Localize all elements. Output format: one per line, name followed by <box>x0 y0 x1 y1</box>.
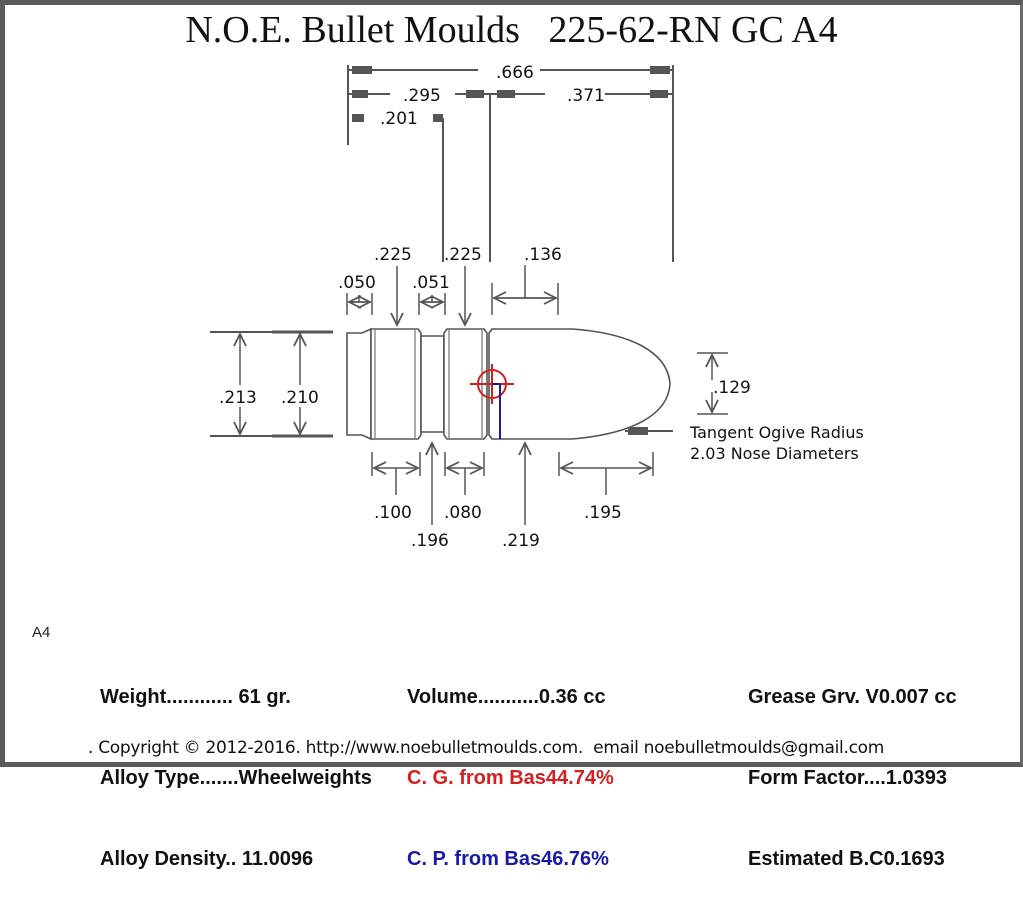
dim-gas-check-shank: .050 <box>338 273 376 293</box>
drawing-title: N.O.E. Bullet Moulds 225-62-RN GC A4 <box>185 9 838 51</box>
stat-alloy-density: Alloy Density.. 11.0096 <box>100 848 314 870</box>
dim-band2-length: .080 <box>444 503 482 523</box>
dim-base-to-band: .201 <box>380 109 418 129</box>
dim-ogive-length: .195 <box>584 503 622 523</box>
dim-groove-diameter: .196 <box>411 531 449 551</box>
dim-overall-length: .666 <box>496 63 534 83</box>
stat-ballistic-coefficient: Estimated B.C0.1693 <box>748 848 945 870</box>
drawing-frame <box>0 0 1023 767</box>
stat-volume: Volume...........0.36 cc <box>407 686 606 708</box>
dim-nose-front: .136 <box>524 245 562 265</box>
dim-gc-inner-dia: .210 <box>281 388 319 408</box>
bullet-diagram: .666 .295 .371 .201 .225 .225 .136 .050 … <box>210 63 864 551</box>
dim-groove-width: .051 <box>412 273 450 293</box>
stat-center-of-pressure: C. P. from Bas46.76% <box>407 848 609 870</box>
dim-base-to-nose: .295 <box>403 86 441 106</box>
ogive-note-line1: Tangent Ogive Radius <box>689 423 864 442</box>
dim-gc-outer-dia: .213 <box>219 388 257 408</box>
stat-alloy-type: Alloy Type.......Wheelweights <box>100 767 372 789</box>
stat-weight: Weight............ 61 gr. <box>100 686 291 708</box>
stats-col-1: Weight............ 61 gr. Alloy Type....… <box>100 630 372 900</box>
cp-marker-icon <box>492 383 501 439</box>
dim-band1-diameter: .225 <box>374 245 412 265</box>
dim-nose-diameter: .219 <box>502 531 540 551</box>
dim-band1-length: .100 <box>374 503 412 523</box>
stat-center-of-gravity: C. G. from Bas44.74% <box>407 767 614 789</box>
stat-grease-groove-volume: Grease Grv. V0.007 cc <box>748 686 957 708</box>
ogive-note-line2: 2.03 Nose Diameters <box>690 444 859 463</box>
design-code: A4 <box>32 624 51 641</box>
dim-band2-diameter: .225 <box>444 245 482 265</box>
stats-col-2: Volume...........0.36 cc C. G. from Bas4… <box>407 630 614 900</box>
dim-meplat: .129 <box>713 378 751 398</box>
stats-col-3: Grease Grv. V0.007 cc Form Factor....1.0… <box>748 630 957 900</box>
dim-nose-length: .371 <box>567 86 605 106</box>
stat-form-factor: Form Factor....1.0393 <box>748 767 947 789</box>
copyright-footer: . Copyright © 2012-2016. http://www.noeb… <box>88 738 884 758</box>
